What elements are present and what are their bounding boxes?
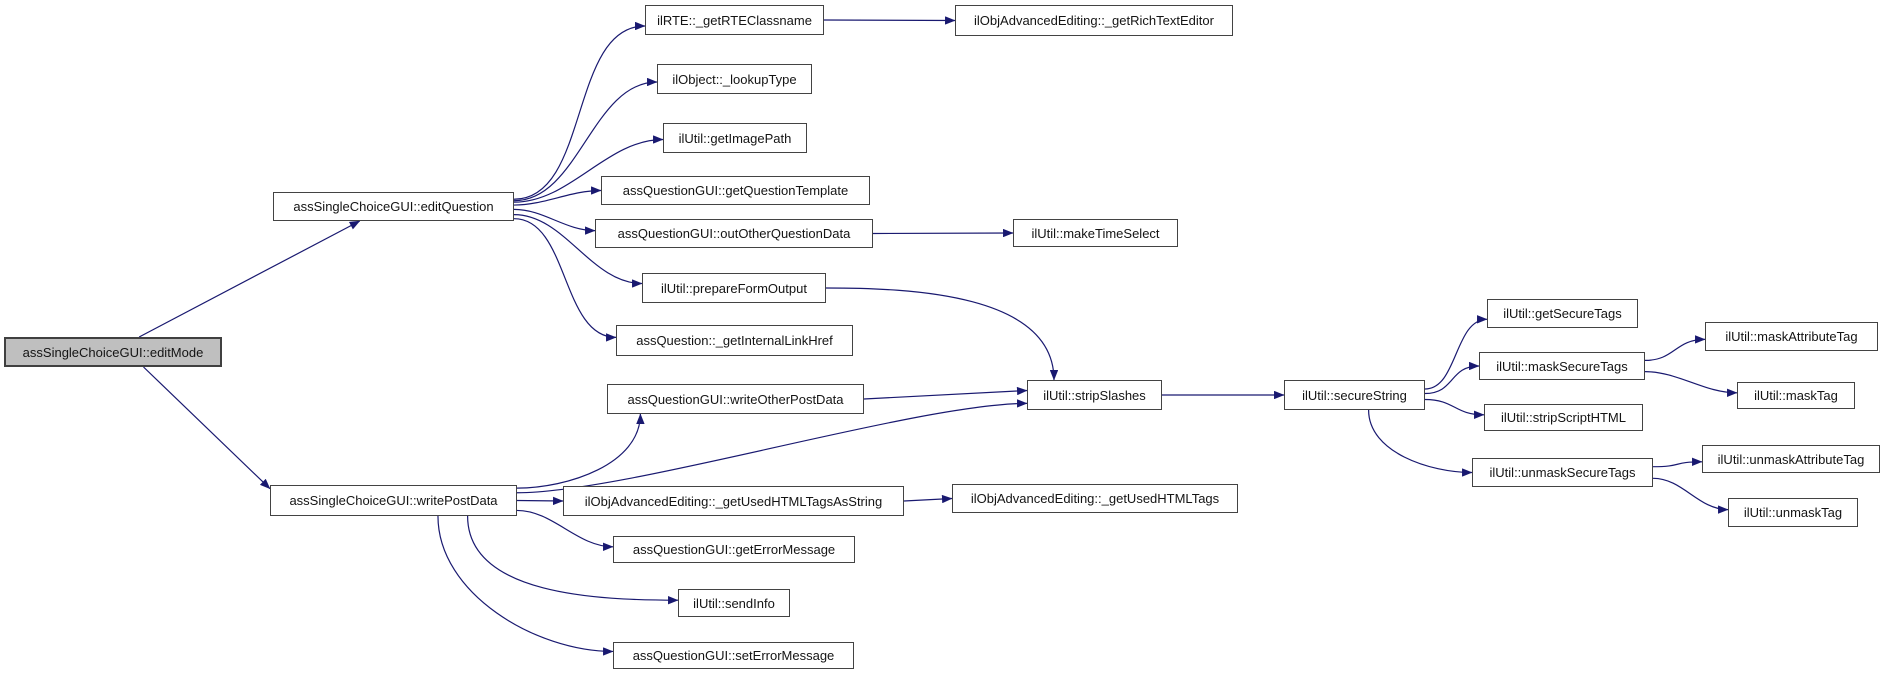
node-qtpl[interactable]: assQuestionGUI::getQuestionTemplate [601,176,870,205]
node-label: assQuestionGUI::writeOtherPostData [627,391,844,407]
node-label: ilUtil::maskTag [1754,388,1838,403]
node-usedtagsstr[interactable]: ilObjAdvancedEditing::_getUsedHTMLTagsAs… [563,486,904,516]
node-label: ilUtil::sendInfo [693,595,775,611]
edge-eq-imgpath [513,135,664,203]
node-label: assSingleChoiceGUI::writePostData [289,493,498,508]
node-label: ilObjAdvancedEditing::_getRichTextEditor [974,13,1214,28]
edge-secure-unmasksec [1368,409,1473,477]
node-label: ilUtil::unmaskTag [1743,505,1843,520]
edge-wpd-geterr [516,509,614,551]
edge-em-eq [138,220,361,338]
node-em: assSingleChoiceGUI::editMode [4,337,222,367]
node-label: ilUtil::maskSecureTags [1496,358,1628,374]
node-unmaskattr[interactable]: ilUtil::unmaskAttributeTag [1702,445,1880,473]
edge-eq-qtpl [513,186,602,206]
edge-wpd-strip [516,399,1028,494]
node-label: ilRTE::_getRTEClassname [657,12,812,28]
node-usedtags[interactable]: ilObjAdvancedEditing::_getUsedHTMLTags [952,484,1238,513]
node-getsec[interactable]: ilUtil::getSecureTags [1487,299,1638,328]
edge-unmasksec-unmaskattr [1652,457,1703,468]
edge-masksec-maskattr [1644,335,1706,361]
node-sendinfo[interactable]: ilUtil::sendInfo [678,589,790,617]
node-label: ilUtil::getSecureTags [1503,306,1622,321]
node-label: ilUtil::secureString [1302,387,1407,403]
node-label: assQuestionGUI::outOtherQuestionData [617,226,851,241]
node-rtedit[interactable]: ilObjAdvancedEditing::_getRichTextEditor [955,5,1233,36]
node-label: assQuestionGUI::getQuestionTemplate [622,183,849,198]
node-timesel[interactable]: ilUtil::makeTimeSelect [1013,219,1178,247]
node-label: assSingleChoiceGUI::editQuestion [293,199,494,214]
edge-wpd-seterr [437,515,614,656]
node-masktag[interactable]: ilUtil::maskTag [1737,382,1855,409]
node-stripscript[interactable]: ilUtil::stripScriptHTML [1484,404,1643,431]
node-geterr[interactable]: assQuestionGUI::getErrorMessage [613,536,855,563]
edge-secure-getsec [1424,315,1488,390]
edge-em-wpd [143,366,271,490]
node-label: ilUtil::stripSlashes [1043,387,1146,403]
node-seterr[interactable]: assQuestionGUI::setErrorMessage [613,642,854,669]
edge-wpd-usedtagsstr [516,496,564,506]
node-label: ilUtil::unmaskSecureTags [1489,465,1636,480]
node-rte[interactable]: ilRTE::_getRTEClassname [645,5,824,35]
node-label: assQuestionGUI::setErrorMessage [632,648,835,663]
edge-writeother-strip [863,386,1028,400]
edge-unmasksec-unmasktag [1652,477,1729,514]
node-secure[interactable]: ilUtil::secureString [1284,380,1425,410]
node-imgpath[interactable]: ilUtil::getImagePath [663,123,807,153]
edge-wpd-writeother [516,413,645,489]
node-label: ilUtil::stripScriptHTML [1501,410,1626,425]
edge-rte-rtedit [823,16,956,25]
node-writeother[interactable]: assQuestionGUI::writeOtherPostData [607,384,864,414]
edge-prepform-strip [825,287,1059,381]
node-outother[interactable]: assQuestionGUI::outOtherQuestionData [595,219,873,248]
edge-secure-stripscript [1424,398,1485,419]
edge-secure-masksec [1424,361,1480,395]
node-unmasktag[interactable]: ilUtil::unmaskTag [1728,498,1858,527]
node-unmasksec[interactable]: ilUtil::unmaskSecureTags [1472,458,1653,487]
node-label: ilObject::_lookupType [672,71,797,87]
node-maskattr[interactable]: ilUtil::maskAttributeTag [1705,322,1878,351]
node-wpd[interactable]: assSingleChoiceGUI::writePostData [270,485,517,516]
node-label: ilObjAdvancedEditing::_getUsedHTMLTags [970,491,1220,506]
node-prepform[interactable]: ilUtil::prepareFormOutput [642,273,826,303]
edge-outother-timesel [872,228,1014,238]
node-label: ilUtil::prepareFormOutput [661,280,807,296]
node-lookup[interactable]: ilObject::_lookupType [657,64,812,94]
node-label: ilUtil::makeTimeSelect [1031,225,1160,241]
node-label: assQuestionGUI::getErrorMessage [632,542,836,557]
node-label: ilUtil::getImagePath [678,130,792,146]
edge-eq-outother [513,208,596,235]
edge-usedtagsstr-usedtags [903,494,953,504]
node-strip[interactable]: ilUtil::stripSlashes [1027,380,1162,410]
node-eq[interactable]: assSingleChoiceGUI::editQuestion [273,192,514,221]
edge-masksec-masktag [1644,371,1738,397]
node-label: assQuestion::_getInternalLinkHref [636,333,833,348]
node-label: assSingleChoiceGUI::editMode [22,344,204,360]
node-intlink[interactable]: assQuestion::_getInternalLinkHref [616,325,853,356]
edge-eq-lookup [513,77,658,202]
node-label: ilObjAdvancedEditing::_getUsedHTMLTagsAs… [584,493,883,509]
edge-eq-intlink [513,218,617,342]
edge-eq-prepform [513,214,643,288]
node-label: ilUtil::unmaskAttributeTag [1717,451,1865,467]
node-masksec[interactable]: ilUtil::maskSecureTags [1479,352,1645,380]
edge-eq-rte [513,21,646,200]
edge-wpd-sendinfo [467,515,679,605]
node-label: ilUtil::maskAttributeTag [1725,329,1858,344]
